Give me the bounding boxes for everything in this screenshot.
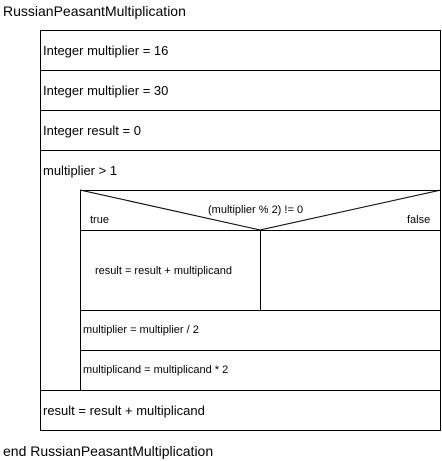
loop-condition: multiplier > 1 <box>43 163 118 178</box>
statement-row-2: Integer multiplier = 30 <box>40 70 441 111</box>
true-label: true <box>90 214 109 226</box>
statement-text: Integer result = 0 <box>43 123 141 138</box>
false-branch <box>260 230 441 311</box>
statement-row-3: Integer result = 0 <box>40 110 441 151</box>
true-branch: result = result + multiplicand <box>80 230 261 311</box>
statement-row-1: Integer multiplier = 16 <box>40 30 441 71</box>
statement-text: Integer multiplier = 30 <box>43 83 169 98</box>
statement-text: Integer multiplier = 16 <box>43 43 169 58</box>
final-statement: result = result + multiplicand <box>43 403 205 418</box>
false-label: false <box>407 214 431 226</box>
if-condition: (multiplier % 2) != 0 <box>208 204 304 216</box>
true-statement: result = result + multiplicand <box>95 265 232 277</box>
loop-body-row-1: multiplier = multiplier / 2 <box>80 310 441 351</box>
final-statement-row: result = result + multiplicand <box>40 390 441 431</box>
loop-body-row-2: multiplicand = multiplicand * 2 <box>80 350 441 391</box>
loop-body-statement: multiplier = multiplier / 2 <box>83 324 199 336</box>
diagram-title: RussianPeasantMultiplication <box>3 3 186 19</box>
diagram-footer: end RussianPeasantMultiplication <box>3 443 214 459</box>
loop-body-statement: multiplicand = multiplicand * 2 <box>83 364 229 376</box>
